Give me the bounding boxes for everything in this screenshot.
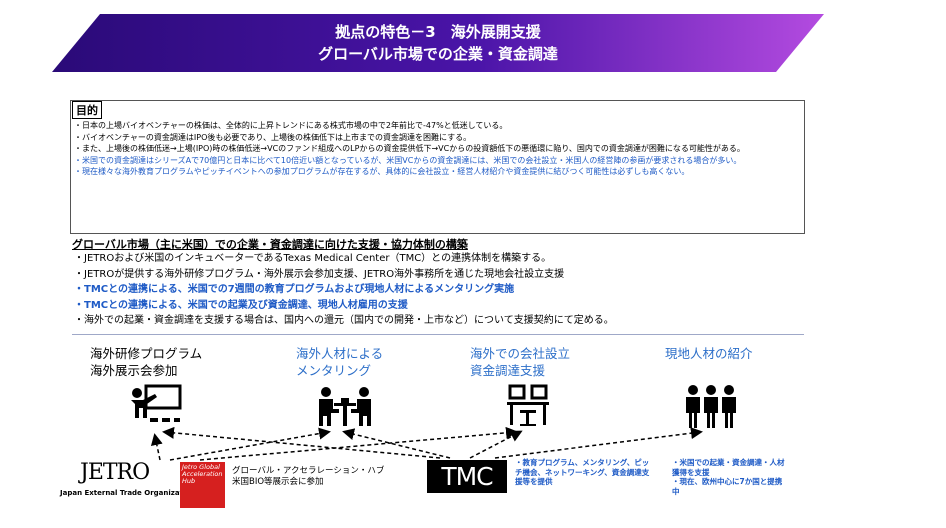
col3-label-line2: 資金調達支援 <box>470 363 546 378</box>
purpose-line-5: ・現在様々な海外教育プログラムやピッチイベントへの参加プログラムが存在するが、具… <box>74 167 690 176</box>
local-support-line2: ・現在、欧州中心に7か国と提携中 <box>672 477 783 496</box>
local-support-line1: ・米国での起業・資金調達・人材獲得を支援 <box>672 458 785 477</box>
support-heading: グローバル市場（主に米国）での企業・資金調達に向けた支援・協力体制の構築 <box>72 238 468 251</box>
purpose-label: 目的 <box>72 101 102 119</box>
col4-label: 現地人材の紹介 <box>665 345 753 362</box>
support-bullet-1: ・JETROおよび米国のインキュベーターであるTexas Medical Cen… <box>74 253 552 264</box>
global-acceleration-hub-logo: Jetro Global Acceleration Hub <box>180 462 225 508</box>
support-bullet-5: ・海外での起業・資金調達を支援する場合は、国内への還元（国内での開発・上市など）… <box>74 315 614 326</box>
col3-label: 海外での会社設立 資金調達支援 <box>470 345 570 379</box>
purpose-line-2: ・バイオベンチャーの資金調達はIPO後も必要であり、上場後の株価低下は上市までの… <box>74 132 472 142</box>
col2-label-line1: 海外人材による <box>296 346 384 361</box>
banner-background <box>52 14 824 72</box>
office-desk-icon <box>507 384 549 426</box>
col4-label-line1: 現地人材の紹介 <box>665 346 753 361</box>
col1-label: 海外研修プログラム 海外展示会参加 <box>90 345 202 379</box>
section-divider <box>72 334 804 335</box>
jetro-subtitle: Japan External Trade Organization <box>60 489 196 497</box>
purpose-box <box>70 100 805 234</box>
local-support-description: ・米国での起業・資金調達・人材獲得を支援 ・現在、欧州中心に7か国と提携中 <box>672 458 787 496</box>
support-bullets: ・JETROおよび米国のインキュベーターであるTexas Medical Cen… <box>74 251 804 329</box>
col3-label-line1: 海外での会社設立 <box>470 346 571 361</box>
col2-label-line2: メンタリング <box>296 363 372 378</box>
purpose-line-1: ・日本の上場バイオベンチャーの株価は、全体的に上昇トレンドにある株式市場の中で2… <box>74 121 508 130</box>
presentation-icon <box>131 384 182 422</box>
support-bullet-4: ・TMCとの連携による、米国での起業及び資金調達、現地人材雇用の支援 <box>74 299 408 311</box>
meeting-icon <box>319 387 371 426</box>
hub-description-line1: グローバル・アクセラレーション・ハブ <box>232 466 385 476</box>
purpose-line-3: ・また、上場後の株価低迷→上場(IPO)時の株価低迷→VCのファンド組成へのLP… <box>74 144 745 153</box>
hub-description: グローバル・アクセラレーション・ハブ 米国BIO等展示会に参加 <box>232 466 384 488</box>
banner-title-line2: グローバル市場での企業・資金調達 <box>318 45 558 63</box>
banner-title-line1: 拠点の特色－3 海外展開支援 <box>335 23 541 41</box>
support-bullet-3: ・TMCとの連携による、米国での7週間の教育プログラムおよび現地人材によるメンタ… <box>74 284 515 295</box>
purpose-line-4: ・米国での資金調達はシリーズAで70億円と日本に比べて10倍近い額となっているが… <box>74 155 742 165</box>
title-banner: 拠点の特色－3 海外展開支援 グローバル市場での企業・資金調達 <box>52 14 824 72</box>
jetro-logo: JETRO <box>80 460 150 485</box>
col1-label-line1: 海外研修プログラム <box>90 346 203 361</box>
people-group-icon <box>686 385 736 428</box>
col1-label-line2: 海外展示会参加 <box>90 363 178 378</box>
col2-label: 海外人材による メンタリング <box>296 345 383 379</box>
purpose-lines: ・日本の上場バイオベンチャーの株価は、全体的に上昇トレンドにある株式市場の中で2… <box>74 120 802 178</box>
tmc-description: ・教育プログラム、メンタリング、ピッチ機会、ネットワーキング、資金調達支援等を提… <box>515 458 650 486</box>
hub-description-line2: 米国BIO等展示会に参加 <box>232 477 324 487</box>
tmc-logo: TMC <box>427 460 507 493</box>
support-bullet-2: ・JETROが提供する海外研修プログラム・海外展示会参加支援、JETRO海外事務… <box>74 268 565 280</box>
